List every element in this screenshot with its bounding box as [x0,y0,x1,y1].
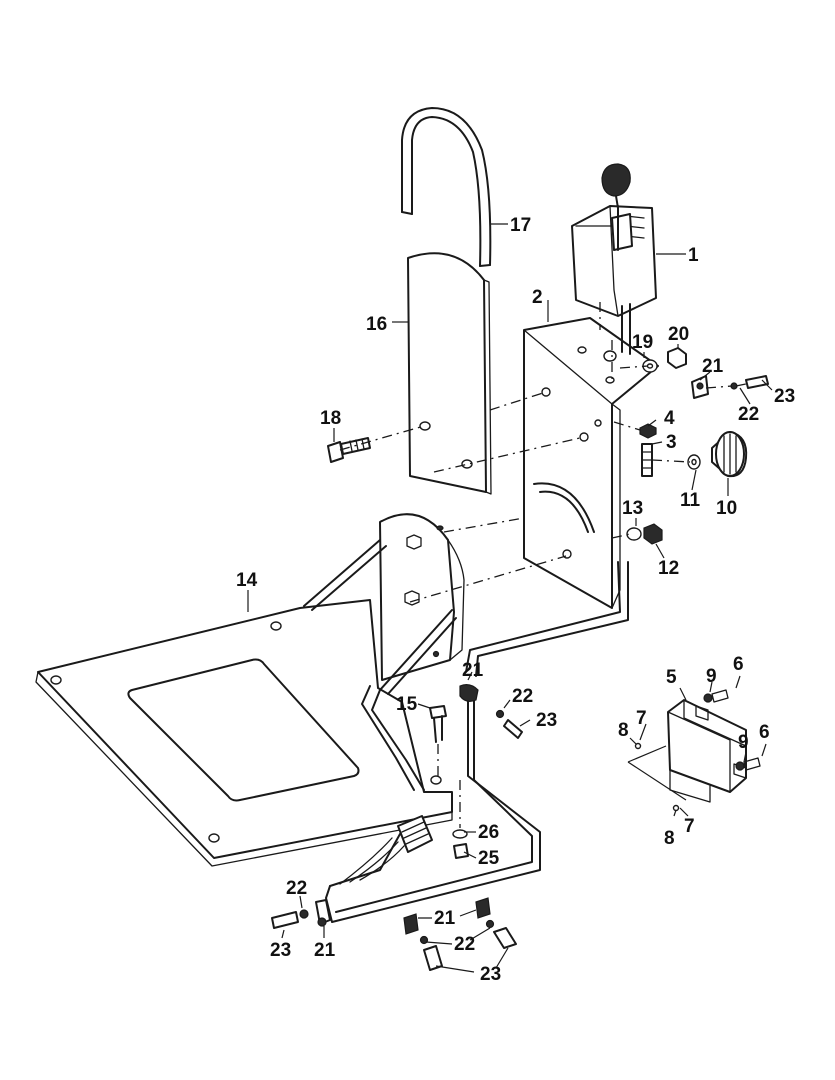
callout-22-upper: 22 [738,404,759,425]
callout-23-bottom-left: 23 [270,940,291,961]
callout-labels: 1 2 3 4 5 6 6 7 7 8 8 9 9 10 11 12 13 14… [236,215,795,985]
part-1-shift-control [571,163,657,355]
callout-5: 5 [666,667,677,688]
small-hardware [626,347,769,545]
callout-14: 14 [236,570,258,591]
callout-12: 12 [658,558,679,579]
callout-3: 3 [666,432,677,453]
callout-22-middle: 22 [512,686,533,707]
part-17-guard-rod [401,107,492,267]
callout-21-bottom-middle: 21 [434,908,456,929]
callout-4: 4 [664,408,675,429]
callout-18: 18 [320,408,341,429]
callout-16: 16 [366,314,387,335]
callout-9-upper: 9 [706,666,717,687]
part-5-control-box [627,689,761,812]
callout-19: 19 [632,332,653,353]
alignment-lines [339,340,747,828]
callout-20: 20 [668,324,689,345]
callout-11: 11 [680,490,701,511]
callout-9-lower: 9 [738,732,749,753]
callout-7-upper: 7 [636,708,647,729]
callout-6-upper: 6 [733,654,744,675]
callout-10: 10 [716,498,737,519]
callout-21-middle: 21 [462,660,484,681]
frame-upright [303,513,465,695]
callout-13: 13 [622,498,643,519]
callout-23-bottom-middle: 23 [480,964,501,985]
callout-6-lower: 6 [759,722,770,743]
callout-2: 2 [532,287,543,308]
part-14-base-plate [35,599,453,867]
callout-25: 25 [478,848,500,869]
callout-23-middle: 23 [536,710,557,731]
callout-17: 17 [510,215,531,236]
callout-7-lower: 7 [684,816,695,837]
cable-clamps [271,684,523,971]
callout-23-upper: 23 [774,386,795,407]
part-2-bracket [523,317,659,609]
parts-25-26-fastener [452,829,469,859]
callout-22-bottom-middle: 22 [454,934,475,955]
callout-26: 26 [478,822,499,843]
callout-22-bottom-left: 22 [286,878,307,899]
callout-21-upper: 21 [702,356,724,377]
callout-15: 15 [396,694,418,715]
callout-8-lower: 8 [664,828,675,849]
leader-lines [247,223,773,973]
cable-harness [325,561,629,923]
part-16-upper-panel [407,252,492,495]
part-15-bolt [429,705,447,776]
callout-21-bottom-left: 21 [314,940,336,961]
callout-1: 1 [688,245,699,266]
callout-8-upper: 8 [618,720,629,741]
